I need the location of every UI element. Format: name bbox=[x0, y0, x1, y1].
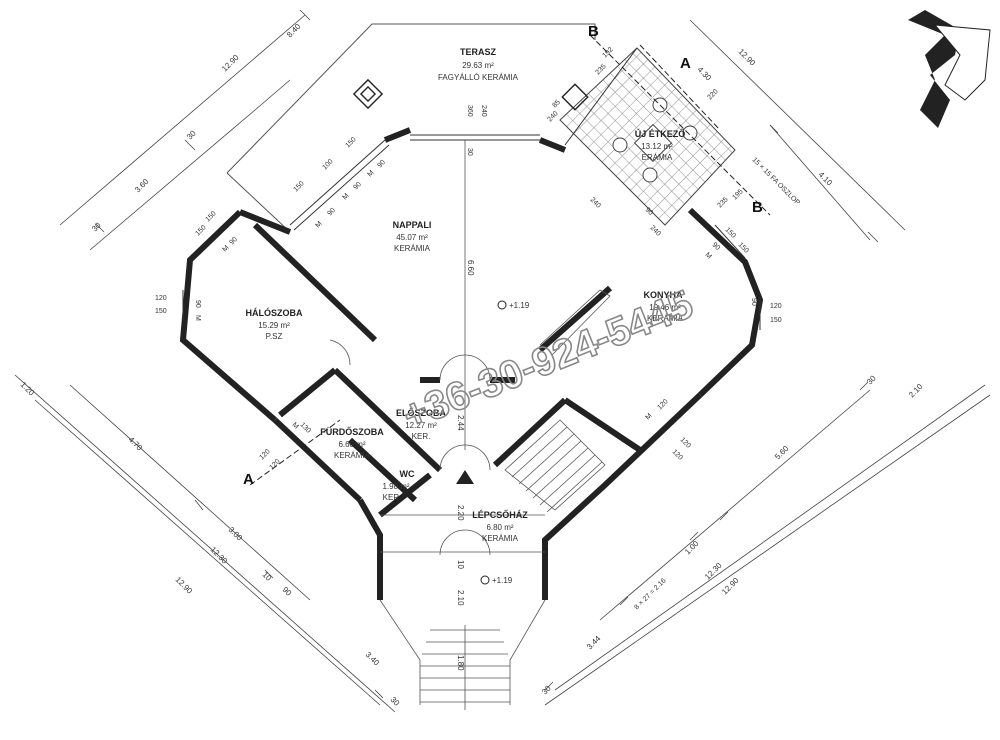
section-a-left: A bbox=[243, 471, 254, 488]
entrance-arrow-icon bbox=[456, 470, 474, 484]
building-walls bbox=[179, 127, 764, 600]
room-name: HÁLÓSZOBA bbox=[246, 307, 303, 318]
room-lepcsohaz: LÉPCSŐHÁZ 6.80 m² KERÁMIA bbox=[472, 509, 528, 543]
opening-label: M bbox=[366, 169, 375, 178]
room-name: WC bbox=[400, 469, 415, 479]
room-konyha: KONYHA 19.46 m² KERÁMIA bbox=[643, 290, 683, 323]
room-floor: KERÁMIA bbox=[647, 314, 684, 323]
room-area: 1.98 m² bbox=[382, 482, 409, 491]
room-floor: KERÁMIA bbox=[482, 534, 519, 543]
section-b-top: B bbox=[588, 23, 599, 40]
room-name: TERASZ bbox=[460, 47, 497, 57]
opening-label: 240 bbox=[480, 105, 487, 117]
dimension-lines bbox=[14, 9, 991, 713]
room-area: 19.46 m² bbox=[649, 303, 681, 312]
room-haloszoba: HÁLÓSZOBA 15.29 m² P.SZ bbox=[246, 307, 303, 341]
chimney-icons bbox=[352, 78, 589, 111]
room-area: 29.63 m² bbox=[462, 61, 494, 70]
opening-label: M bbox=[341, 192, 350, 201]
room-uj-etkezo: ÚJ ÉTKEZŐ 13.12 m² ERÁMIA bbox=[635, 128, 686, 162]
room-terasz: TERASZ 29.63 m² FAGYÁLLÓ KERÁMIA bbox=[438, 47, 519, 82]
opening-label: 85 bbox=[551, 99, 562, 110]
dim-label: 1.80 bbox=[456, 655, 465, 671]
room-wc: WC 1.98 m² KER. bbox=[382, 469, 415, 502]
room-area: 15.29 m² bbox=[258, 321, 290, 330]
dim-label: 10 bbox=[456, 560, 465, 569]
room-floor: ERÁMIA bbox=[642, 153, 673, 162]
room-floor: KERÁMIA bbox=[394, 244, 431, 253]
opening-label: M bbox=[644, 412, 653, 421]
opening-label: M bbox=[221, 244, 230, 253]
section-markers bbox=[249, 34, 771, 486]
room-name: NAPPALI bbox=[393, 220, 432, 230]
dim-label: 6.60 bbox=[466, 260, 475, 276]
opening-label: 90 bbox=[352, 181, 363, 192]
room-name: KONYHA bbox=[643, 290, 683, 300]
opening-label: 90 bbox=[194, 300, 201, 308]
room-area: 6.80 m² bbox=[486, 523, 513, 532]
opening-label: 360 bbox=[466, 105, 473, 117]
dim-label: 2.20 bbox=[456, 505, 465, 521]
opening-label: 30 bbox=[466, 148, 473, 156]
opening-label: 90 bbox=[228, 236, 239, 247]
opening-label: 150 bbox=[770, 317, 782, 324]
opening-label: M bbox=[291, 421, 300, 430]
interior-lines bbox=[329, 140, 611, 710]
opening-label: M bbox=[194, 315, 201, 321]
svg-text:+1.19: +1.19 bbox=[492, 576, 513, 585]
room-floor: KER. bbox=[412, 432, 431, 441]
room-floor: P.SZ bbox=[266, 332, 283, 341]
north-arrow-icon bbox=[908, 10, 991, 128]
opening-label: M bbox=[704, 251, 713, 260]
opening-label: 90 bbox=[376, 159, 387, 170]
room-area: 12.27 m² bbox=[405, 421, 437, 430]
room-floor: FAGYÁLLÓ KERÁMIA bbox=[438, 73, 519, 82]
room-name: ELŐSZOBA bbox=[396, 407, 447, 418]
opening-label: M bbox=[314, 220, 323, 229]
opening-label: 150 bbox=[155, 308, 167, 315]
opening-label: 120 bbox=[155, 295, 167, 302]
room-furdoszoba: FÜRDŐSZOBA 6.60 m² KERÁMIA bbox=[320, 426, 384, 460]
windows bbox=[182, 47, 761, 330]
opening-label: 90 bbox=[326, 207, 337, 218]
dim-label: 2.44 bbox=[456, 415, 465, 431]
opening-label: 120 bbox=[770, 303, 782, 310]
room-name: LÉPCSŐHÁZ bbox=[472, 509, 528, 520]
level-marker-upper: +1.19 bbox=[497, 300, 530, 310]
section-a-top: A bbox=[680, 55, 691, 72]
room-area: 45.07 m² bbox=[396, 233, 428, 242]
room-nappali: NAPPALI 45.07 m² KERÁMIA bbox=[393, 220, 432, 253]
room-eloszoba: ELŐSZOBA 12.27 m² KER. bbox=[396, 407, 447, 441]
opening-label: 90 bbox=[644, 206, 655, 217]
terrace-outline bbox=[226, 23, 596, 233]
room-floor: KER. bbox=[383, 493, 402, 502]
opening-label: 90 bbox=[750, 298, 757, 306]
svg-text:+1.19: +1.19 bbox=[509, 301, 530, 310]
opening-label: 90 bbox=[711, 241, 722, 252]
room-name: ÚJ ÉTKEZŐ bbox=[635, 128, 686, 139]
room-area: 6.60 m² bbox=[338, 440, 365, 449]
level-marker-lower: +1.19 bbox=[480, 575, 513, 585]
room-floor: KERÁMIA bbox=[334, 451, 371, 460]
room-area: 13.12 m² bbox=[641, 142, 673, 151]
room-name: FÜRDŐSZOBA bbox=[320, 426, 384, 437]
section-b-right: B bbox=[752, 199, 763, 216]
dim-label: 2.10 bbox=[456, 590, 465, 606]
